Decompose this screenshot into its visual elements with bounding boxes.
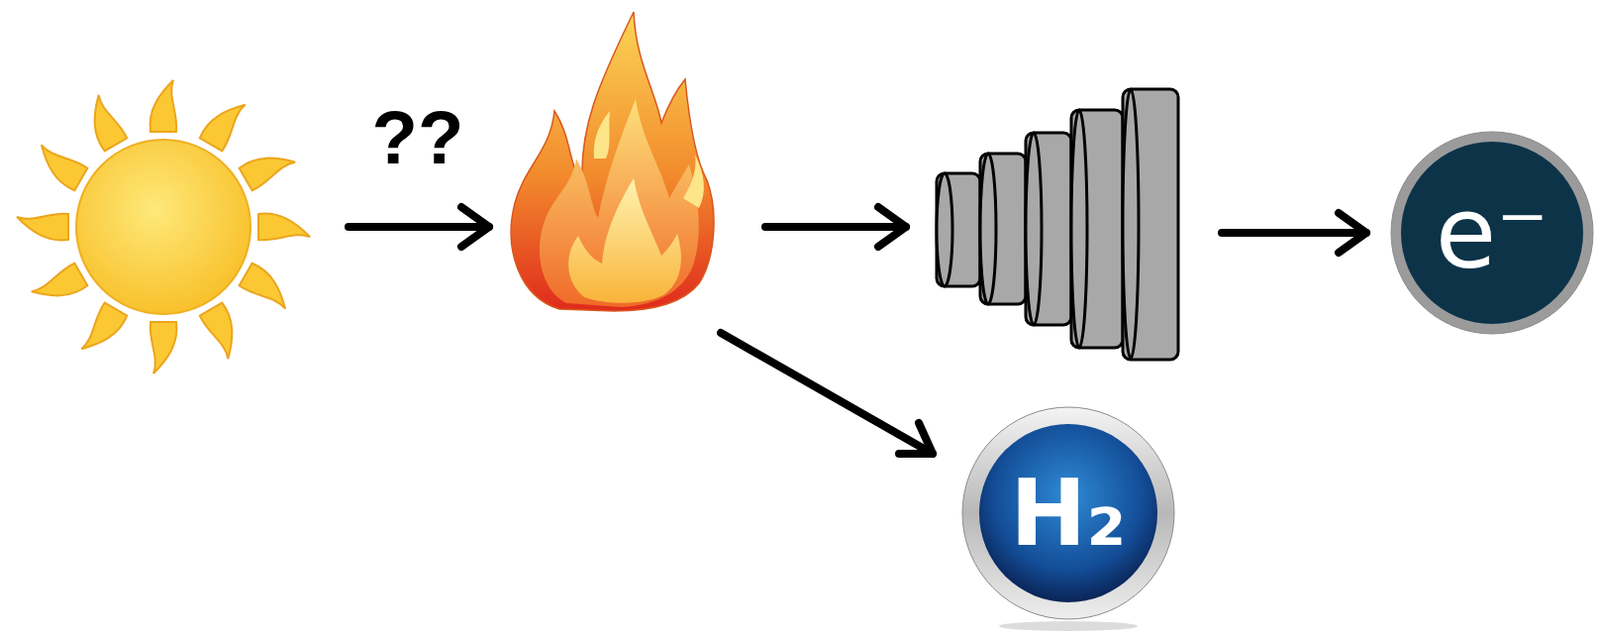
badge-shadow <box>999 620 1138 631</box>
circle-badge: H₂ <box>961 405 1176 620</box>
arrow <box>720 332 933 454</box>
arrow <box>765 206 906 247</box>
circle-badge: e⁻ <box>1390 130 1595 335</box>
badge-text: e⁻ <box>1435 175 1549 292</box>
sun-icon <box>16 80 310 374</box>
arrow <box>1221 212 1367 253</box>
badge-text: H₂ <box>1009 460 1126 567</box>
question-label: ?? <box>372 100 465 176</box>
arrow <box>348 206 490 247</box>
turbine-icon <box>936 89 1179 360</box>
fire-icon <box>510 11 714 311</box>
